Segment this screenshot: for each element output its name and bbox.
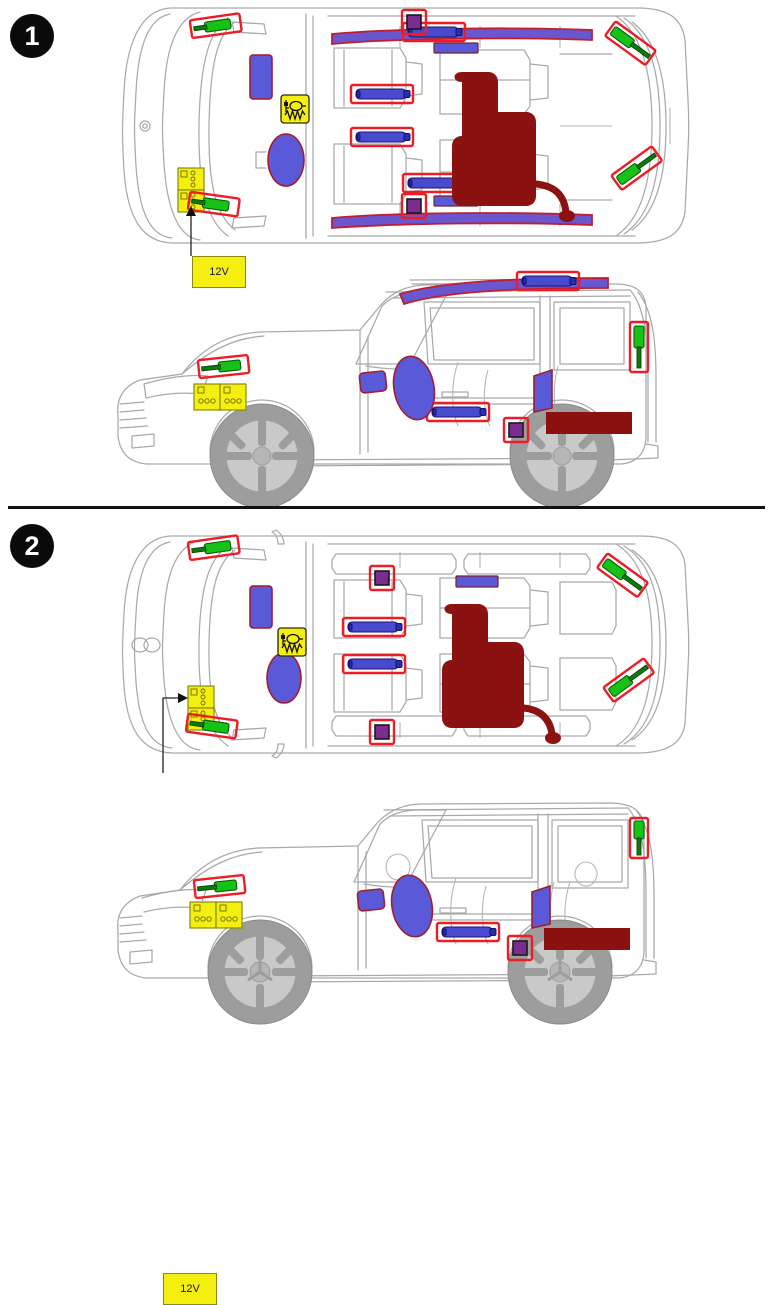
roof-pretensioner-side[interactable] — [515, 270, 581, 292]
passenger-front-airbag[interactable] — [249, 585, 273, 629]
steering-wheel-airbag-side[interactable] — [389, 353, 440, 423]
panel-2-top-view — [100, 518, 700, 773]
driver-front-airbag[interactable] — [267, 133, 305, 187]
panel-1-top-view — [100, 0, 700, 256]
panel-badge-1-label: 1 — [24, 20, 40, 51]
steering-wheel-airbag-side[interactable] — [387, 872, 437, 940]
right-curtain-airbag[interactable] — [331, 212, 593, 229]
front-right-seat-pretensioner[interactable] — [341, 653, 407, 675]
fuse-box-top[interactable] — [177, 167, 205, 213]
front-left-side-sensor[interactable] — [400, 8, 428, 36]
panel-2-side-airbags — [356, 872, 551, 940]
front-left-seat-side-airbag[interactable] — [455, 575, 499, 588]
side-crash-sensor[interactable] — [502, 416, 530, 444]
panel-2-crash-sensors — [368, 564, 396, 746]
panel-badge-2: 2 — [10, 524, 54, 568]
panel-divider — [8, 506, 765, 509]
rear-left-side-sensor[interactable] — [368, 718, 396, 746]
panel-variant-2: 2 — [0, 508, 773, 1305]
rear-pillar-actuator-side[interactable] — [628, 320, 650, 374]
sill-pretensioner-side[interactable] — [435, 921, 501, 943]
b-pillar-airbag-side[interactable] — [533, 368, 553, 413]
rear-right-actuator[interactable] — [610, 145, 663, 191]
front-wheel-side — [207, 919, 313, 1025]
panel-2-pretensioners — [341, 616, 407, 675]
panel-1-side-airbags — [358, 353, 553, 423]
rear-pillar-actuator-side[interactable] — [628, 816, 650, 860]
control-unit-symbol[interactable] — [280, 94, 310, 124]
front-right-actuator[interactable] — [186, 190, 241, 218]
front-wheel-side — [209, 403, 315, 509]
panel-1-actuators — [186, 12, 663, 218]
front-left-seat-side-airbag[interactable] — [433, 42, 479, 54]
panel-2-actuators — [184, 534, 655, 740]
seat-belt-side — [546, 412, 632, 434]
front-left-seat-pretensioner[interactable] — [349, 83, 415, 105]
rear-left-side-sensor[interactable] — [400, 192, 428, 220]
front-right-actuator[interactable] — [184, 712, 239, 740]
passenger-front-airbag[interactable] — [249, 54, 273, 100]
panel-badge-2-label: 2 — [24, 530, 40, 561]
panel-1-side-view — [110, 266, 740, 509]
panel-1-front-airbags — [249, 54, 305, 187]
front-left-side-sensor[interactable] — [368, 564, 396, 592]
panel-2-side-view — [110, 798, 740, 1025]
dashboard-airbag-side[interactable] — [358, 370, 388, 394]
panel-badge-1: 1 — [10, 14, 54, 58]
control-unit-symbol[interactable] — [277, 627, 307, 657]
seat-belt-top — [442, 604, 561, 744]
rear-left-actuator[interactable] — [604, 20, 657, 66]
dashboard-airbag-side[interactable] — [356, 888, 386, 912]
front-left-seat-pretensioner[interactable] — [341, 616, 407, 638]
seat-belt-side — [544, 928, 630, 950]
panel-1-crash-sensors — [400, 8, 428, 220]
vehicle-seats-top-2 — [333, 577, 617, 713]
panel-2-front-airbags — [249, 585, 302, 704]
front-actuator-side[interactable] — [196, 353, 251, 380]
panel-variant-1: 1 — [0, 0, 773, 509]
battery-voltage-label-1: 12V — [192, 256, 246, 288]
fuse-box-side[interactable] — [193, 383, 247, 411]
battery-voltage-text: 12V — [209, 266, 229, 278]
power-leader-line-2 — [162, 693, 188, 773]
fuse-box-side[interactable] — [189, 901, 243, 929]
driver-front-airbag[interactable] — [266, 652, 302, 704]
battery-voltage-text: 12V — [180, 1283, 200, 1295]
front-left-actuator[interactable] — [186, 534, 241, 562]
side-crash-sensor[interactable] — [506, 934, 534, 962]
rear-left-actuator[interactable] — [596, 552, 649, 598]
front-left-actuator[interactable] — [188, 12, 243, 40]
battery-voltage-label-2: 12V — [163, 1273, 217, 1305]
rear-left-seat-pretensioner[interactable] — [349, 126, 415, 148]
seat-belt-top — [452, 72, 575, 222]
rear-right-actuator[interactable] — [602, 657, 655, 703]
front-actuator-side[interactable] — [192, 873, 247, 900]
sill-pretensioner-side[interactable] — [425, 401, 491, 423]
power-leader-line-1 — [186, 206, 196, 256]
b-pillar-airbag-side[interactable] — [531, 884, 551, 929]
